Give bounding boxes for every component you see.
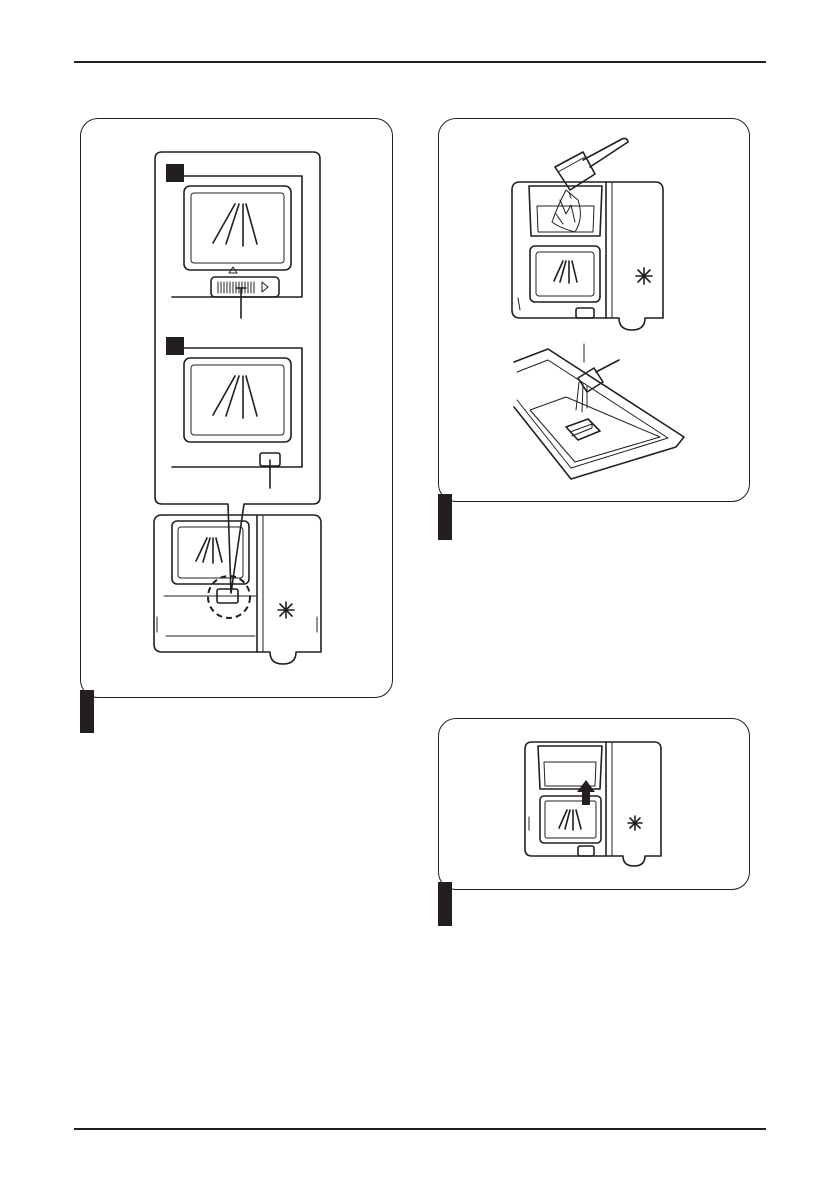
- footer-rule: [74, 1128, 766, 1130]
- dispenser-closing-view: [525, 742, 661, 866]
- rinse-aid-sparkle-icon-3: [628, 816, 642, 830]
